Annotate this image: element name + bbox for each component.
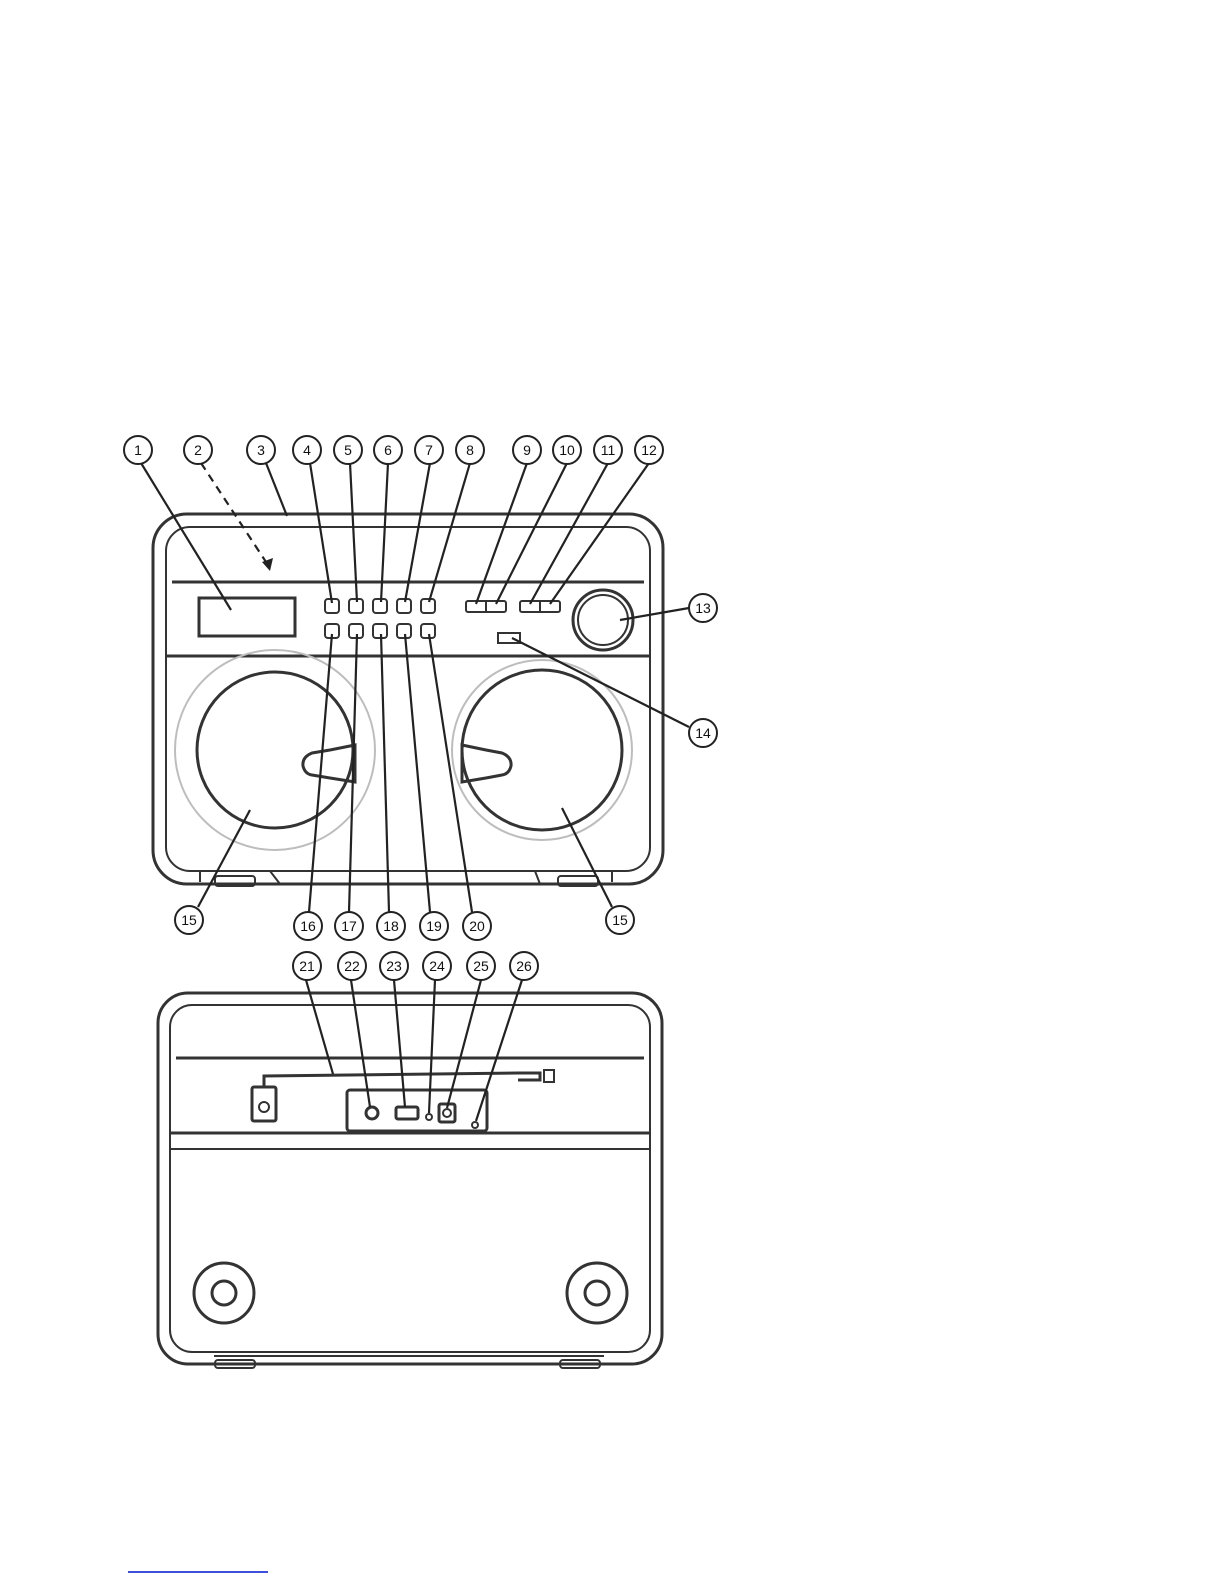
callout-20: 20 bbox=[463, 912, 491, 940]
callout-21: 21 bbox=[293, 952, 321, 980]
leader-15-left bbox=[198, 810, 250, 907]
callout-25: 25 bbox=[467, 952, 495, 980]
left-bass-port-outer bbox=[194, 1263, 254, 1323]
svg-text:8: 8 bbox=[466, 442, 474, 458]
callout-7: 7 bbox=[415, 436, 443, 464]
callout-12: 12 bbox=[635, 436, 663, 464]
leader-22 bbox=[351, 980, 370, 1107]
leader-26 bbox=[476, 980, 522, 1121]
button-7 bbox=[397, 599, 411, 613]
aux-jack bbox=[366, 1107, 378, 1119]
left-speaker-ring bbox=[175, 650, 375, 850]
callout-24: 24 bbox=[423, 952, 451, 980]
svg-text:11: 11 bbox=[601, 442, 616, 458]
callout-22: 22 bbox=[338, 952, 366, 980]
callout-13: 13 bbox=[689, 594, 717, 622]
svg-text:13: 13 bbox=[695, 600, 711, 616]
svg-text:12: 12 bbox=[641, 442, 657, 458]
leader-3 bbox=[266, 463, 287, 516]
left-bass-port-inner bbox=[212, 1281, 236, 1305]
callout-11: 11 bbox=[594, 436, 622, 464]
callout-9: 9 bbox=[513, 436, 541, 464]
svg-text:5: 5 bbox=[344, 442, 352, 458]
front-display bbox=[199, 598, 295, 636]
back-view bbox=[158, 993, 662, 1368]
button-19 bbox=[397, 624, 411, 638]
svg-text:15: 15 bbox=[181, 912, 197, 928]
footer-link-underline bbox=[128, 1571, 268, 1573]
svg-text:18: 18 bbox=[383, 918, 399, 934]
leader-23 bbox=[394, 980, 405, 1107]
button-20 bbox=[421, 624, 435, 638]
right-bass-port-outer bbox=[567, 1263, 627, 1323]
led-26 bbox=[472, 1122, 478, 1128]
callout-2: 2 bbox=[184, 436, 212, 464]
callout-6: 6 bbox=[374, 436, 402, 464]
svg-text:6: 6 bbox=[384, 442, 392, 458]
svg-text:9: 9 bbox=[523, 442, 531, 458]
callout-4: 4 bbox=[293, 436, 321, 464]
right-bass-port-inner bbox=[585, 1281, 609, 1305]
svg-text:10: 10 bbox=[559, 442, 575, 458]
svg-text:21: 21 bbox=[299, 958, 315, 974]
right-speaker-tab bbox=[462, 745, 511, 782]
callout-8: 8 bbox=[456, 436, 484, 464]
callout-17: 17 bbox=[335, 912, 363, 940]
svg-text:16: 16 bbox=[300, 918, 316, 934]
svg-text:17: 17 bbox=[341, 918, 357, 934]
svg-text:24: 24 bbox=[429, 958, 445, 974]
callout-23: 23 bbox=[380, 952, 408, 980]
callout-5: 5 bbox=[334, 436, 362, 464]
button-8 bbox=[421, 599, 435, 613]
svg-text:15: 15 bbox=[612, 912, 628, 928]
svg-text:23: 23 bbox=[386, 958, 402, 974]
antenna-tip bbox=[544, 1070, 554, 1082]
callout-16: 16 bbox=[294, 912, 322, 940]
svg-text:22: 22 bbox=[344, 958, 360, 974]
svg-text:20: 20 bbox=[469, 918, 485, 934]
callout-3: 3 bbox=[247, 436, 275, 464]
dc-in-pin bbox=[443, 1109, 451, 1117]
leader-15-right bbox=[562, 808, 612, 907]
leader-24 bbox=[429, 980, 435, 1113]
leader-lines bbox=[141, 463, 689, 1121]
back-body-outer bbox=[158, 993, 662, 1364]
svg-text:7: 7 bbox=[425, 442, 433, 458]
callout-15-right: 15 bbox=[606, 906, 634, 934]
svg-text:2: 2 bbox=[194, 442, 202, 458]
antenna-base bbox=[252, 1087, 276, 1121]
callout-14: 14 bbox=[689, 719, 717, 747]
svg-text:4: 4 bbox=[303, 442, 311, 458]
front-base-detail bbox=[200, 871, 612, 884]
svg-text:3: 3 bbox=[257, 442, 265, 458]
svg-text:19: 19 bbox=[426, 918, 442, 934]
svg-text:26: 26 bbox=[516, 958, 532, 974]
usb-port bbox=[396, 1107, 418, 1119]
callout-18: 18 bbox=[377, 912, 405, 940]
reset-hole bbox=[426, 1114, 432, 1120]
svg-text:14: 14 bbox=[695, 725, 711, 741]
callout-19: 19 bbox=[420, 912, 448, 940]
svg-text:25: 25 bbox=[473, 958, 489, 974]
callout-10: 10 bbox=[553, 436, 581, 464]
svg-text:1: 1 bbox=[134, 442, 142, 458]
front-view bbox=[153, 514, 663, 886]
callout-15-left: 15 bbox=[175, 906, 203, 934]
callout-1: 1 bbox=[124, 436, 152, 464]
callout-26: 26 bbox=[510, 952, 538, 980]
antenna-pivot bbox=[259, 1102, 269, 1112]
